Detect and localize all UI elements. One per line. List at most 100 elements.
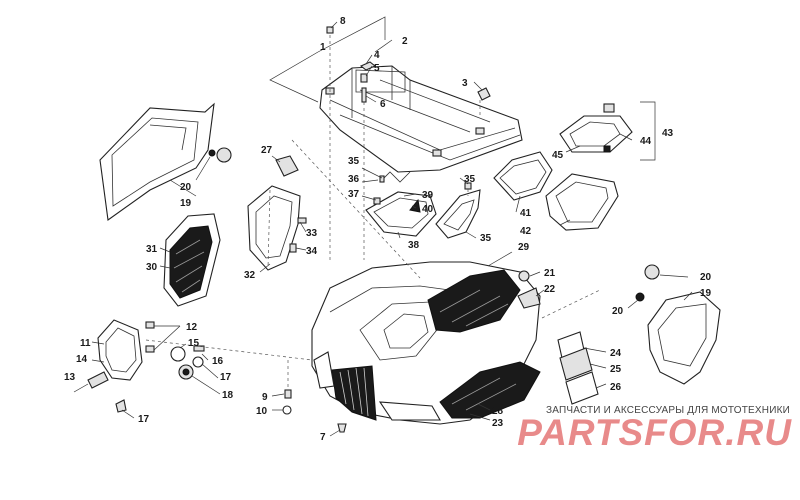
left-rear-fender [99,102,215,221]
right-rear-fender-group [627,264,721,385]
callout-12: 12 [186,322,198,333]
side-decal-upper [427,269,521,333]
callout-35-a: 35 [348,156,360,167]
callout-20-right: 20 [612,306,624,317]
rack-nut [326,26,334,34]
body-bracket-22 [517,287,541,309]
callout-9: 9 [262,392,268,403]
callout-19-right: 19 [700,288,712,299]
storage-tray [493,151,553,201]
lid-latch [603,103,615,113]
callout-33: 33 [306,228,318,239]
callout-20-left: 20 [180,182,192,193]
callout-34: 34 [306,246,318,257]
side-panel [435,189,481,239]
center-panel-group [361,167,481,239]
callout-2: 2 [402,36,408,47]
callout-38: 38 [408,240,420,251]
adjust-spring [87,371,109,389]
callout-16: 16 [212,356,224,367]
callout-42: 42 [520,226,532,237]
callout-13: 13 [64,372,76,383]
callout-30: 30 [146,262,158,273]
mount-bolt-12b [145,345,155,353]
headlight-housing [97,319,143,381]
callout-45: 45 [552,150,564,161]
washer-17 [192,356,204,368]
rack-cap [477,87,491,101]
body-clip-21 [518,270,530,282]
left-side-panel-group [159,155,307,307]
callout-32: 32 [244,270,256,281]
callout-8: 8 [340,16,346,27]
washer-10 [282,405,292,415]
callout-36: 36 [348,174,360,185]
callout-21: 21 [544,268,556,279]
screw-16 [193,345,205,352]
callout-31: 31 [146,244,158,255]
callout-14: 14 [76,354,88,365]
storage-lid [559,115,633,153]
callout-11: 11 [80,338,91,349]
lid-pin [603,145,611,153]
storage-group [493,101,656,231]
callout-25: 25 [610,364,622,375]
callout-39: 39 [422,190,434,201]
callout-40: 40 [422,204,434,215]
callout-19-left: 19 [180,198,192,209]
rear-rack-group [269,16,523,260]
decal-sheet-group [557,331,607,405]
callout-3: 3 [462,78,468,89]
callout-41: 41 [520,208,532,219]
callout-27: 27 [261,145,273,156]
headlight-right [378,401,441,421]
mount-bolt-12a [145,321,155,329]
callout-23: 23 [492,418,504,429]
callout-10: 10 [256,406,268,417]
callout-17-a: 17 [220,372,232,383]
callout-35-c: 35 [480,233,492,244]
hardware-group [271,360,347,437]
front-body-group [291,139,601,425]
fender-grommet-left [216,147,232,163]
callout-28: 28 [492,406,504,417]
storage-bin [545,173,619,231]
decal-26 [565,371,599,405]
screw-9 [284,389,292,399]
callout-29: 29 [518,242,530,253]
right-rear-fender [647,291,721,385]
watermark-logo: PARTSFOR.RU [517,412,792,453]
callout-24: 24 [610,348,622,359]
bracket-43 [640,101,656,161]
callout-37: 37 [348,189,360,200]
callout-15: 15 [188,338,200,349]
rack-bracket-line [317,16,386,53]
callout-5: 5 [374,63,380,74]
fender-grommet-right [644,264,660,280]
callout-22: 22 [544,284,556,295]
decal-27 [275,155,299,177]
left-rear-fender-group [99,102,232,221]
callout-6: 6 [380,99,386,110]
callout-17-b: 17 [138,414,150,425]
headlight-left [313,351,335,389]
front-grille [331,365,377,421]
callout-labels: 8 1 2 4 5 6 3 20 19 27 35 36 37 39 40 38… [64,16,712,443]
callout-7: 7 [320,432,326,443]
callout-35-b: 35 [464,174,476,185]
callout-20-right-top: 20 [700,272,712,283]
decal-25 [559,347,593,381]
callout-43: 43 [662,128,674,139]
rack-clip [359,61,377,71]
callout-1: 1 [320,42,326,53]
callout-18: 18 [222,390,234,401]
rack-bracket-line-2 [269,51,319,103]
watermark-caption: ЗАПЧАСТИ И АКСЕССУАРЫ ДЛЯ МОТОТЕХНИКИ [545,405,790,416]
callout-4: 4 [374,50,380,61]
rack-spacer [360,73,368,83]
headlight-assembly-group [73,319,313,419]
side-decal-lower [439,361,541,419]
grommet-15 [170,346,186,362]
